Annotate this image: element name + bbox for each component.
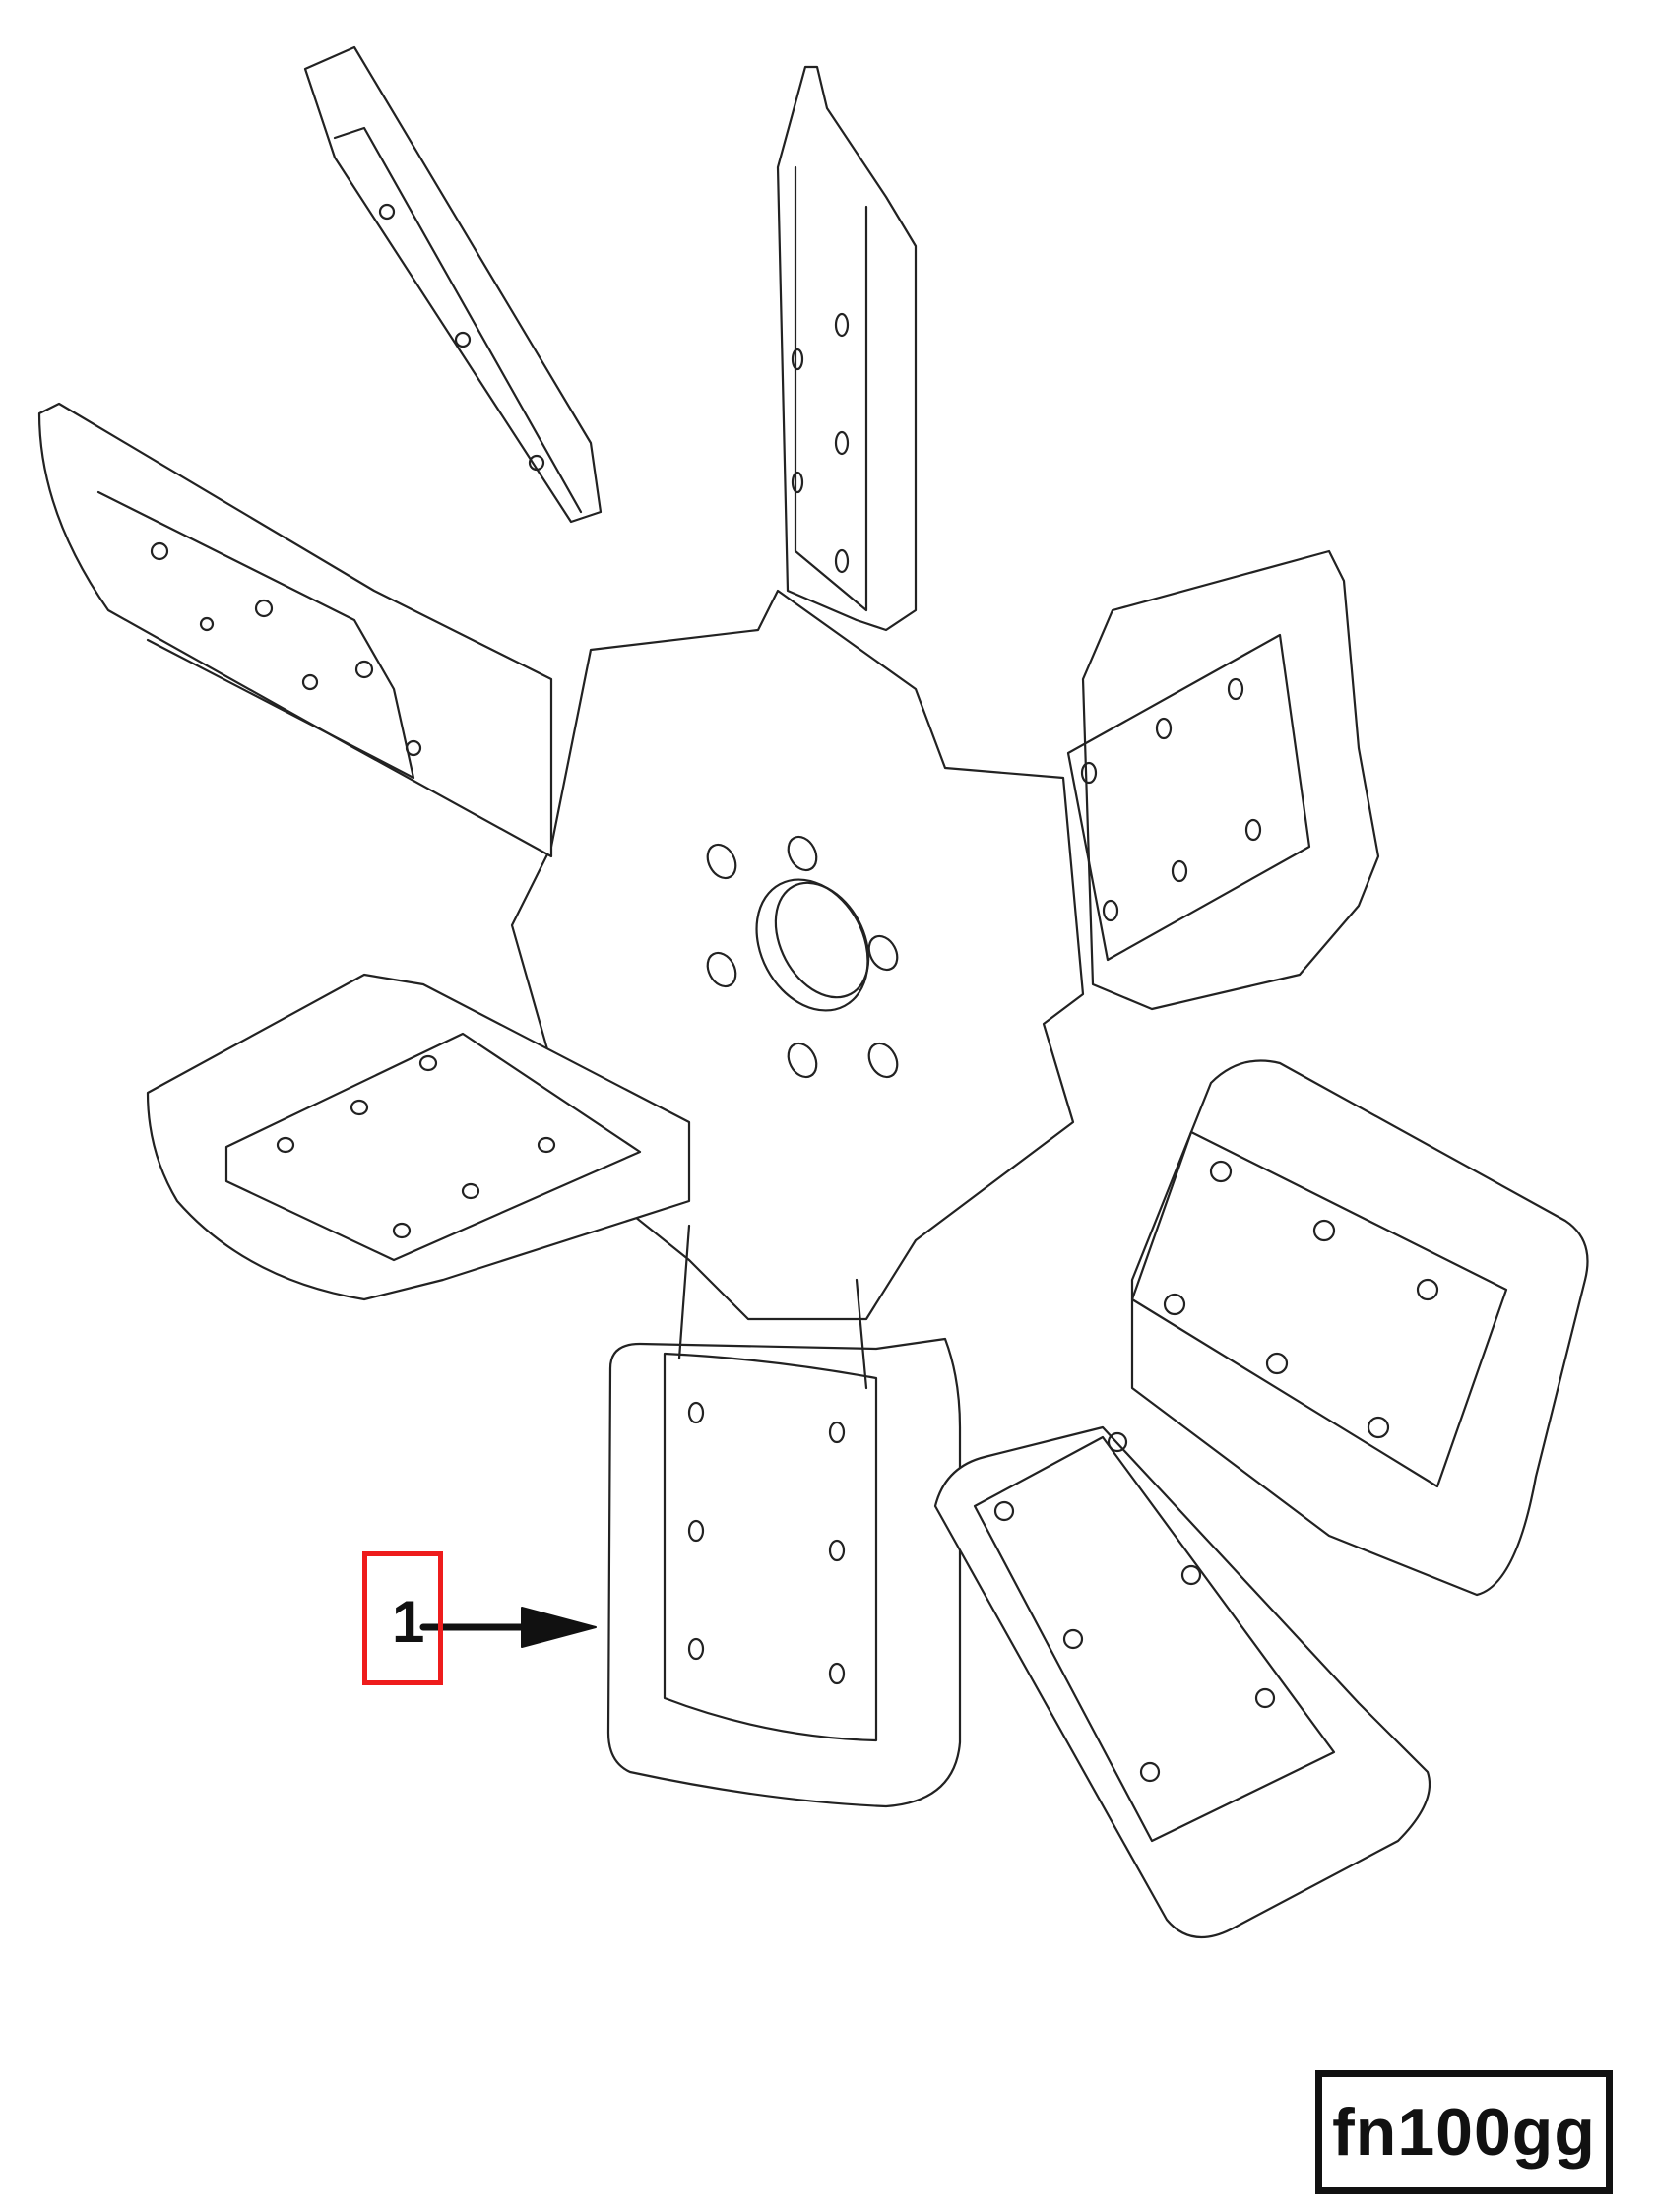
callout-number: 1 <box>392 1589 425 1655</box>
blade-left <box>37 402 553 858</box>
blade-lower-left <box>146 973 691 1301</box>
blade-top <box>776 65 918 632</box>
blade-bottom-center <box>606 1224 962 1808</box>
blade-right-upper <box>1066 549 1380 1011</box>
hub-bore <box>755 878 870 1012</box>
blade-upper-left <box>303 45 603 524</box>
hub-bolt-holes <box>706 835 899 1079</box>
callout-arrow <box>419 1607 597 1648</box>
reference-code-box: fn100gg <box>1315 2070 1613 2194</box>
reference-code: fn100gg <box>1332 2095 1596 2170</box>
callout-highlight-box <box>362 1551 443 1685</box>
blade-bottom-right <box>933 1425 1431 1939</box>
blade-right-lower <box>1130 1059 1589 1597</box>
